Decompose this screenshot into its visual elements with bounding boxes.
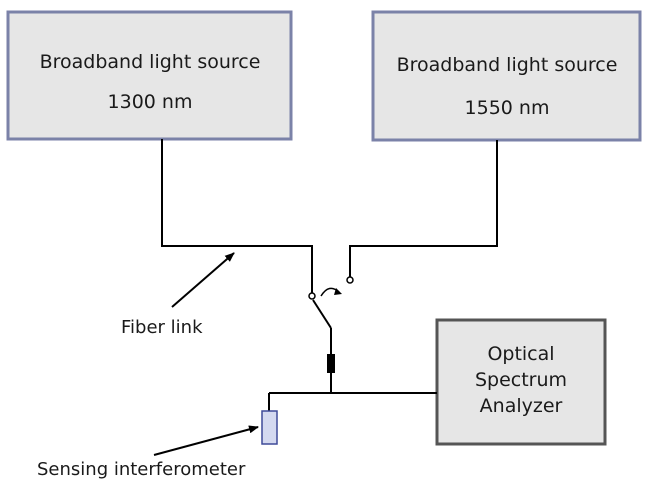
light-source-1550-frame	[371, 10, 642, 142]
sensing-interferometer-label: Sensing interferometer	[37, 459, 246, 480]
light-source-1300-title: Broadband light source	[40, 51, 261, 73]
switch-toggle-arrowhead-icon	[334, 288, 342, 295]
osa-label-line3: Analyzer	[480, 395, 563, 417]
light-source-1300-wavelength: 1300 nm	[108, 91, 193, 113]
light-source-1550-box: Broadband light source 1550 nm	[371, 10, 642, 142]
osa-label-line2: Spectrum	[475, 369, 567, 391]
osa-box: Optical Spectrum Analyzer	[435, 318, 607, 446]
switch-blade	[312, 299, 332, 329]
fiber-link-label: Fiber link	[121, 317, 203, 338]
light-source-1550-wavelength: 1550 nm	[465, 97, 550, 119]
fiber-connector	[327, 354, 335, 373]
light-source-1300-frame	[6, 10, 293, 141]
fiber-link-pointer-arrow	[171, 252, 235, 308]
fiber-from-1300-source	[161, 139, 313, 293]
light-source-1300-box: Broadband light source 1300 nm	[6, 10, 293, 141]
sensing-interferometer-element	[261, 410, 278, 445]
osa-label-line1: Optical	[487, 343, 554, 365]
sensing-interferometer-pointer-arrow	[153, 425, 259, 456]
switch-contact-1550	[346, 276, 354, 284]
switch-contact-1300	[308, 292, 316, 300]
light-source-1550-title: Broadband light source	[397, 54, 618, 76]
fiber-from-1550-source	[349, 140, 498, 277]
osa-frame	[435, 318, 607, 446]
